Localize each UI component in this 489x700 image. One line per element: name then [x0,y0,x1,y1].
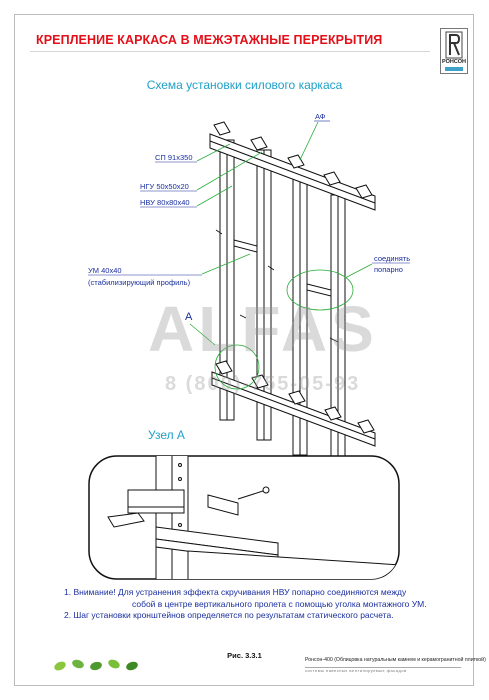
footer-subtitle: системы навесных вентилируемых фасадов [305,667,461,674]
label-ngu: НГУ 50х50х20 [140,182,189,191]
label-join: соединять [374,254,411,263]
label-um-note: (стабилизирующий профиль) [88,278,191,287]
note-1-line-2: собой в центре вертикального пролета с п… [132,598,427,609]
stabilizing-profiles [233,239,332,297]
detail-title: Узел А [148,428,185,442]
note-1-line-1: 1. Внимание! Для устранения эффекта скру… [64,587,407,597]
header-divider [30,51,430,52]
label-sp: СП 91х350 [155,153,193,162]
page-title: КРЕПЛЕНИЕ КАРКАСА В МЕЖЭТАЖНЫЕ ПЕРЕКРЫТИ… [36,33,383,47]
logo-bar [445,67,463,71]
label-nvu: НВУ 80х80х40 [140,198,190,207]
ronson-logo-icon [445,31,463,59]
notes: 1. Внимание! Для устранения эффекта скру… [64,587,464,622]
detail-a-drawing [88,455,400,580]
footer-system: Ронсон-400 (Облицовка натуральным камнем… [305,657,486,663]
watermark-phone: 8 (800)-755-05-93 [165,373,361,395]
label-join-pairs: попарно [374,265,403,274]
ronson-logo: РОНСОН [440,28,468,74]
label-af: АФ [315,112,326,121]
leader-lines [189,121,373,390]
logo-text: РОНСОН [442,59,466,65]
label-um: УМ 40х40 [88,266,122,275]
scheme-title: Схема установки силового каркаса [146,78,343,92]
top-brackets [209,121,376,211]
figure-caption: Рис. 3.3.1 [227,651,262,660]
node-marker: А [185,311,193,323]
watermark-brand: ALFAS [148,293,378,365]
label-underlines [88,120,410,276]
note-2: 2. Шаг установки кронштейнов определяетс… [64,610,394,620]
leaves-icon [54,659,138,671]
wall-anchors [215,229,339,343]
